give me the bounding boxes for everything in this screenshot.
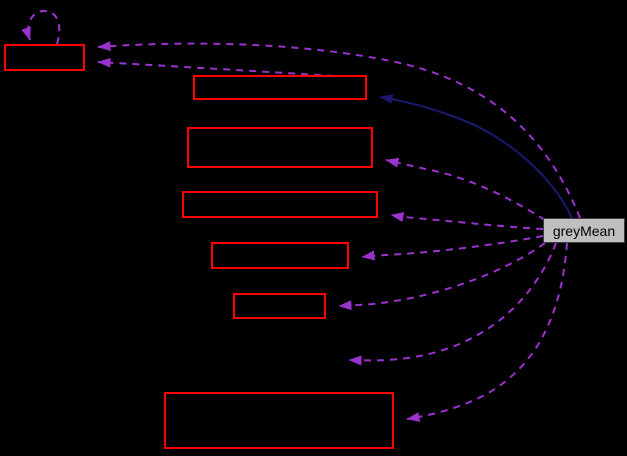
graph-node-8[interactable]: [164, 392, 394, 449]
root-node-label: greyMean: [552, 222, 616, 239]
graph-node-4[interactable]: [182, 191, 378, 218]
graph-node-3[interactable]: [187, 127, 373, 168]
graph-node-6[interactable]: [233, 293, 326, 319]
graph-root-node-greymean: greyMean: [543, 218, 625, 243]
graph-node-2[interactable]: [193, 75, 367, 100]
edge-root-to-node3: [385, 157, 546, 221]
edge-root-to-node2-inheritance: [379, 94, 573, 219]
graph-node-1[interactable]: [4, 44, 85, 71]
graph-node-5[interactable]: [211, 242, 349, 269]
edge-node2-to-node1: [97, 57, 335, 77]
edge-root-to-node6: [338, 242, 546, 311]
edge-root-to-node7: [348, 242, 557, 366]
edge-root-to-node8: [406, 242, 568, 422]
edge-root-to-node5: [361, 235, 544, 261]
edge-node1-self-loop: [21, 9, 61, 45]
edge-root-to-node4: [390, 212, 544, 230]
graph-node-7-hidden: [235, 346, 336, 373]
edge-root-to-node1: [97, 41, 581, 219]
